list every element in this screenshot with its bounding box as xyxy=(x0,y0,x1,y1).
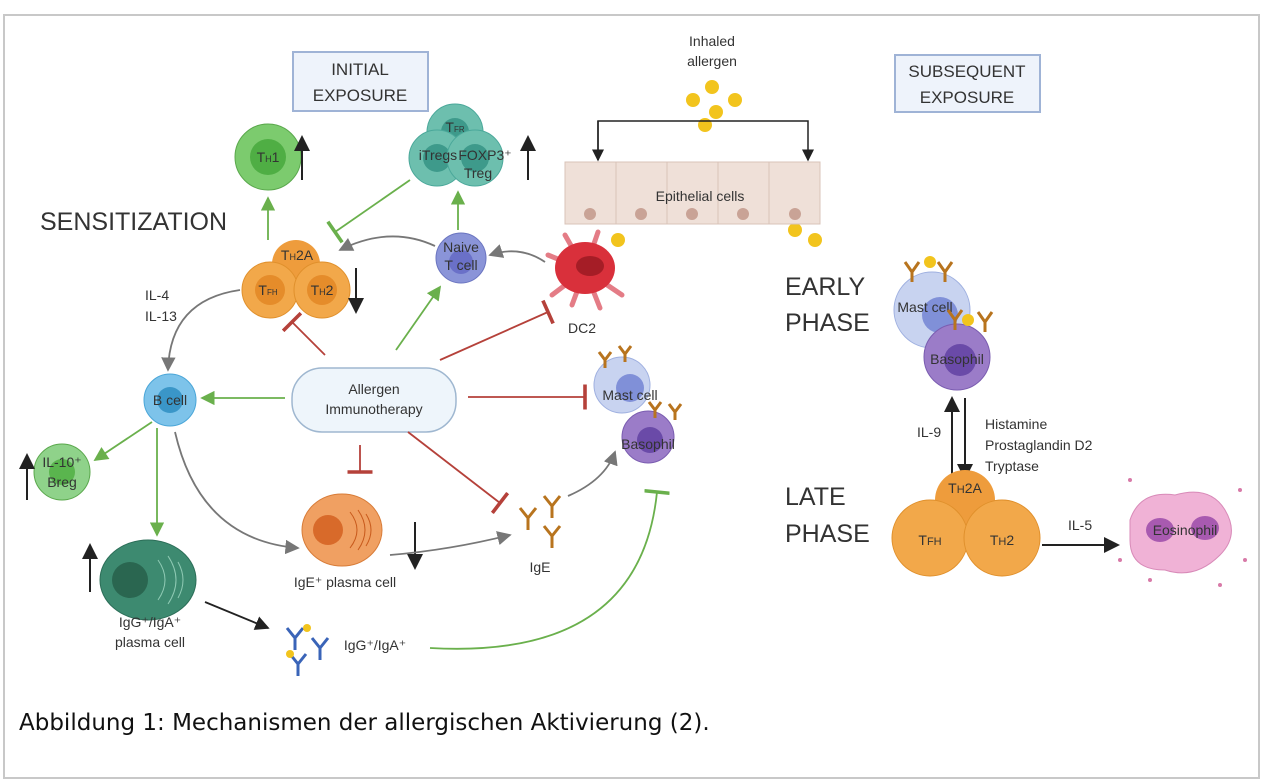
immuno-inhibits-dc2 xyxy=(439,299,555,361)
il9-label: IL-9 xyxy=(917,424,941,440)
ige-to-mast-arrow xyxy=(567,450,618,497)
svg-text:EXPOSURE: EXPOSURE xyxy=(313,86,407,105)
svg-text:TH2A: TH2A xyxy=(948,480,982,496)
svg-text:B cell: B cell xyxy=(153,392,187,408)
igg-plasma-cell: IgG⁺/IgA⁺ plasma cell xyxy=(99,539,197,650)
th2a-to-bcell-arrow xyxy=(161,289,241,372)
il4-label: IL-4 xyxy=(145,287,169,303)
dc2-to-naive-arrow xyxy=(488,244,546,263)
igg-antibodies xyxy=(285,627,330,676)
allergen-particles xyxy=(611,80,822,247)
svg-text:INITIAL: INITIAL xyxy=(331,60,389,79)
svg-text:TFH: TFH xyxy=(258,282,277,298)
svg-text:TH2: TH2 xyxy=(990,532,1015,548)
svg-text:iTregs: iTregs xyxy=(419,147,457,163)
svg-text:IgG⁺/IgA⁺: IgG⁺/IgA⁺ xyxy=(119,614,181,630)
mast-basophil-early: Mast cell Basophil xyxy=(893,256,994,391)
mediator-histamine: Histamine xyxy=(985,416,1047,432)
svg-text:FOXP3⁺: FOXP3⁺ xyxy=(458,147,511,163)
early-phase-label: EARLY xyxy=(785,273,865,301)
eosinophil-cell: Eosinophil xyxy=(1118,478,1247,587)
ige-antibodies xyxy=(518,495,562,548)
immuno-inhibits-th2a xyxy=(281,311,326,356)
svg-text:Immunotherapy: Immunotherapy xyxy=(325,401,422,417)
pathway-arrows xyxy=(93,179,670,650)
svg-text:T cell: T cell xyxy=(444,257,477,273)
th1-cell: TH1 xyxy=(234,123,302,191)
th2a-cluster-late: TH2A TFH TH2 xyxy=(891,470,1041,577)
treg-cluster: TFR iTregs FOXP3⁺ Treg xyxy=(408,103,512,187)
epithelial-cells: Epithelial cells xyxy=(564,161,821,225)
sensitization-title: SENSITIZATION xyxy=(40,208,227,236)
subsequent-exposure-box: SUBSEQUENT EXPOSURE xyxy=(894,54,1041,113)
breg-cell: IL-10⁺ Breg xyxy=(33,443,91,501)
svg-text:Epithelial cells: Epithelial cells xyxy=(656,188,745,204)
svg-text:Allergen: Allergen xyxy=(348,381,399,397)
svg-text:TH2: TH2 xyxy=(311,282,334,298)
svg-text:TH2A: TH2A xyxy=(281,247,314,263)
svg-text:IgE⁺ plasma cell: IgE⁺ plasma cell xyxy=(294,574,396,590)
svg-text:Mast cell: Mast cell xyxy=(897,299,952,315)
naive-to-th2a-arrow xyxy=(338,235,436,251)
naive-t-cell: Naive T cell xyxy=(435,232,487,284)
bcell-to-breg-arrow xyxy=(93,421,153,461)
immuno-inhibits-ige xyxy=(407,431,510,515)
svg-text:Breg: Breg xyxy=(47,474,77,490)
mediator-tryptase: Tryptase xyxy=(985,458,1039,474)
igg-plasma-to-igg-arrow xyxy=(204,601,270,630)
mediator-pgd2: Prostaglandin D2 xyxy=(985,437,1093,453)
allergen-label: allergen xyxy=(687,53,737,69)
ige-label: IgE xyxy=(529,559,550,575)
svg-text:Mast cell: Mast cell xyxy=(602,387,657,403)
b-cell: B cell xyxy=(143,373,197,427)
svg-text:Eosinophil: Eosinophil xyxy=(1153,522,1218,538)
igg-inhibits-mast-arrow xyxy=(429,488,670,650)
ige-plasma-cell: IgE⁺ plasma cell xyxy=(294,493,396,590)
svg-text:Naive: Naive xyxy=(443,239,479,255)
svg-text:TFH: TFH xyxy=(918,532,941,548)
ige-plasma-to-ige-arrow xyxy=(389,531,512,556)
dc2-cell: DC2 xyxy=(545,229,625,336)
immuno-to-naive-arrow xyxy=(395,285,442,351)
mast-basophil-middle: Mast cell Basophil xyxy=(593,345,683,464)
svg-text:PHASE: PHASE xyxy=(785,520,870,548)
inhaled-label: Inhaled xyxy=(689,33,735,49)
svg-text:Basophil: Basophil xyxy=(621,436,675,452)
svg-text:plasma cell: plasma cell xyxy=(115,634,185,650)
svg-text:DC2: DC2 xyxy=(568,320,596,336)
il13-label: IL-13 xyxy=(145,308,177,324)
svg-text:PHASE: PHASE xyxy=(785,309,870,337)
svg-text:Treg: Treg xyxy=(464,165,492,181)
late-phase-label: LATE xyxy=(785,483,846,511)
figure-caption: Abbildung 1: Mechanismen der allergische… xyxy=(19,710,710,736)
svg-text:TH1: TH1 xyxy=(257,149,280,165)
bcell-to-ige-plasma-arrow xyxy=(174,431,300,555)
svg-text:SUBSEQUENT: SUBSEQUENT xyxy=(908,62,1025,81)
svg-text:Basophil: Basophil xyxy=(930,351,984,367)
treg-inhibits-th2a xyxy=(326,179,411,244)
allergen-immunotherapy: Allergen Immunotherapy xyxy=(291,367,457,433)
svg-text:EXPOSURE: EXPOSURE xyxy=(920,88,1014,107)
svg-text:TFR: TFR xyxy=(445,119,464,135)
igg-label: IgG⁺/IgA⁺ xyxy=(344,637,406,653)
th2a-cluster: TH2A TFH TH2 xyxy=(241,240,351,319)
il5-label: IL-5 xyxy=(1068,517,1092,533)
svg-text:IL-10⁺: IL-10⁺ xyxy=(42,454,81,470)
initial-exposure-box: INITIAL EXPOSURE xyxy=(292,51,429,112)
